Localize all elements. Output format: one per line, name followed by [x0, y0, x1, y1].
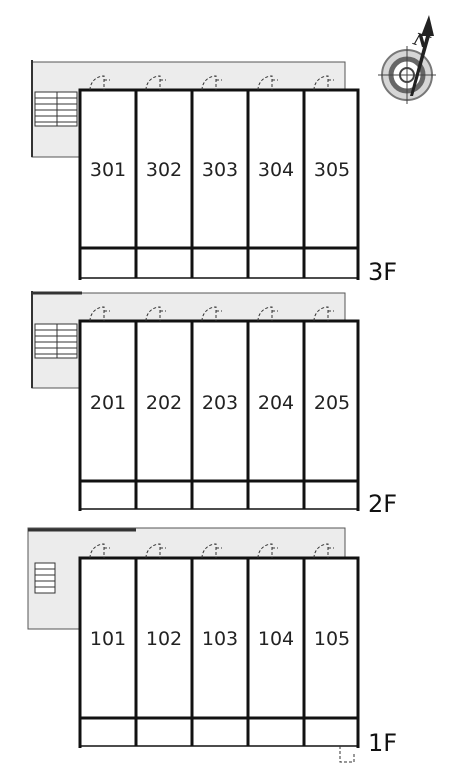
stairs — [34, 562, 56, 594]
stairs — [34, 91, 78, 127]
room-label: 302 — [146, 159, 182, 181]
floor-2f: 201 202 203 204 205 2F — [31, 291, 397, 518]
room-label: 105 — [314, 628, 350, 650]
room-label: 201 — [90, 392, 126, 414]
floor-label: 1F — [368, 729, 397, 757]
room-label: 102 — [146, 628, 182, 650]
stairs — [34, 323, 78, 359]
compass-north-label: N — [410, 29, 433, 54]
room-label: 103 — [202, 628, 238, 650]
room-label: 202 — [146, 392, 182, 414]
room-label: 204 — [258, 392, 294, 414]
floor-1f: 101 102 103 104 105 1F — [27, 527, 397, 763]
room-label: 101 — [90, 628, 126, 650]
floor-3f: 301 302 303 304 305 3F — [31, 60, 397, 286]
room-label: 203 — [202, 392, 238, 414]
compass-rose-icon: N — [378, 15, 436, 104]
floor-label: 3F — [368, 258, 397, 286]
room-label: 205 — [314, 392, 350, 414]
room-label: 305 — [314, 159, 350, 181]
floor-label: 2F — [368, 490, 397, 518]
room-label: 303 — [202, 159, 238, 181]
room-label: 301 — [90, 159, 126, 181]
room-label: 304 — [258, 159, 294, 181]
room-label: 104 — [258, 628, 294, 650]
